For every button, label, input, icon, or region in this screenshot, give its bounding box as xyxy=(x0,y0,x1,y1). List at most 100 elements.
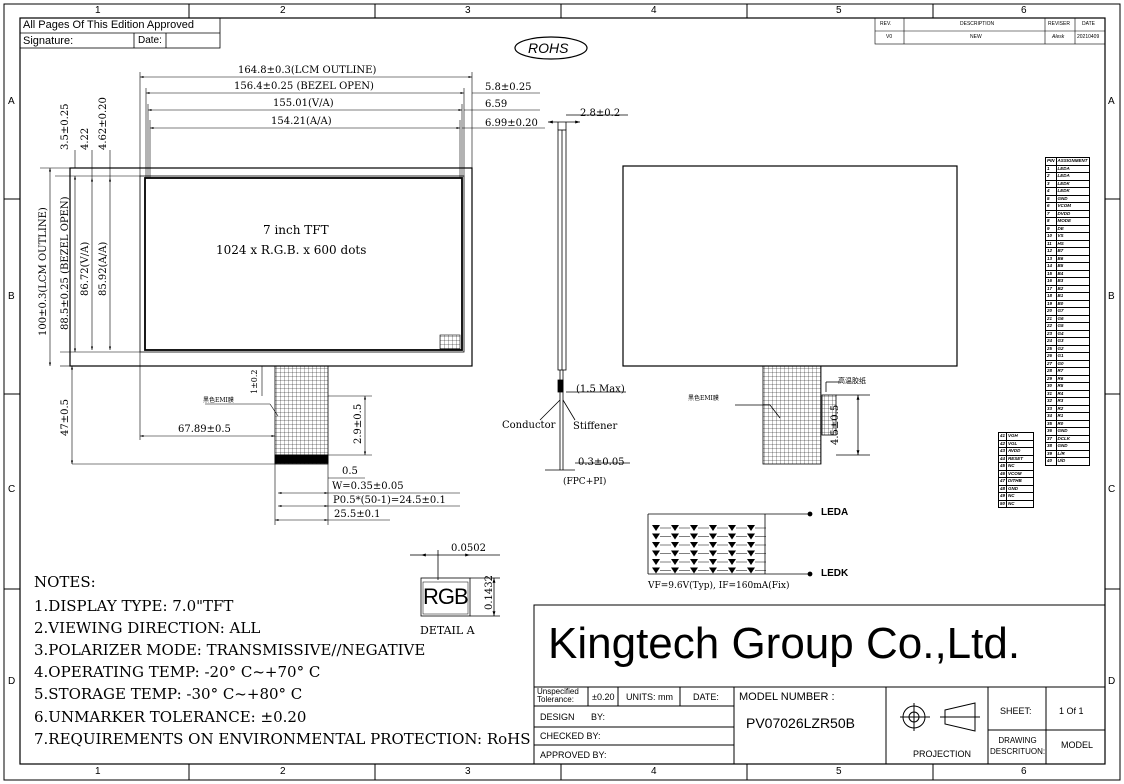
rev-header-date: DATE xyxy=(1082,21,1095,27)
pin-number: 9 xyxy=(1045,224,1057,233)
rohs-mark: ROHS xyxy=(528,40,569,56)
dim-height-bezel: 88.5±0.25 (BEZEL OPEN) xyxy=(60,196,71,330)
led-diode xyxy=(709,567,717,574)
pin-number: 41 xyxy=(997,432,1008,441)
dim-back-height: 4.5±0.5 xyxy=(830,404,841,445)
drawing-value: MODEL xyxy=(1061,740,1094,750)
pin-number: 10 xyxy=(1045,232,1057,241)
model-number-label: MODEL NUMBER : xyxy=(739,691,835,703)
pin-number: 37 xyxy=(1045,434,1057,443)
row-label-b-right: B xyxy=(1108,291,1115,302)
pin-assignment: NC xyxy=(1006,462,1035,471)
pin-number: 7 xyxy=(1045,209,1057,218)
pin-number: 47 xyxy=(997,477,1008,486)
projection-label: PROJECTION xyxy=(913,749,972,759)
pin-assignment: B6 xyxy=(1055,254,1090,263)
pin-assignment: R2 xyxy=(1055,404,1090,413)
pin-assignment: G1 xyxy=(1055,352,1090,361)
pin-number: 23 xyxy=(1045,329,1057,338)
pin-assignment: G2 xyxy=(1055,344,1090,353)
pin-assignment: G0 xyxy=(1055,359,1090,368)
col-label-2-bottom: 2 xyxy=(280,766,286,777)
pin-number: 28 xyxy=(1045,367,1057,376)
company-name: Kingtech Group Co.,Ltd. xyxy=(548,619,1021,668)
pin-assignment: AVDD xyxy=(1006,447,1035,456)
tape-label: 高温胶纸 xyxy=(838,377,866,385)
dim-bezel-open: 156.4±0.25 (BEZEL OPEN) xyxy=(234,81,374,92)
col-label-5-bottom: 5 xyxy=(836,766,842,777)
pin-assignment: VCOM xyxy=(1055,202,1090,211)
pin-number: 35 xyxy=(1045,419,1057,428)
led-diode xyxy=(709,550,717,557)
pin-number: 36 xyxy=(1045,427,1057,436)
pin-assignment: DE xyxy=(1055,224,1090,233)
pin-assignment: VGH xyxy=(1006,432,1035,441)
lcm-outline xyxy=(69,167,473,367)
pin-number: 44 xyxy=(997,454,1008,463)
rev-header-reviser: REVISER xyxy=(1048,21,1070,27)
pin-assignment: LEDK xyxy=(1055,179,1090,188)
led-diode xyxy=(671,542,679,548)
pin-number: 22 xyxy=(1045,322,1057,331)
dim-pitch: P0.5*(50-1)=24.5±0.1 xyxy=(333,495,446,506)
led-diode xyxy=(709,559,717,565)
led-diode xyxy=(747,559,755,565)
pin-assignment: R6 xyxy=(1055,374,1090,383)
pin-assignment: RESET xyxy=(1006,454,1035,463)
led-diode xyxy=(671,559,679,565)
led-diode xyxy=(690,550,698,557)
pin-assignment: GND xyxy=(1006,484,1035,493)
pin-assignment: U/D xyxy=(1055,457,1090,466)
pin-assignment: DCLK xyxy=(1055,434,1090,443)
pin-assignment: R5 xyxy=(1055,382,1090,391)
pin-assignment: B0 xyxy=(1055,299,1090,308)
led-diode xyxy=(728,550,736,557)
led-diode xyxy=(709,542,717,548)
pin-number: 19 xyxy=(1045,299,1057,308)
col-label-6-bottom: 6 xyxy=(1021,766,1027,777)
col-label-4-bottom: 4 xyxy=(651,766,657,777)
pin-number: 43 xyxy=(997,447,1008,456)
dim-height-va: 86.72(V/A) xyxy=(80,241,91,296)
emi-label: 黑色EMI膜 xyxy=(203,397,234,404)
pin-assignment: DVDD xyxy=(1055,209,1090,218)
led-diode xyxy=(747,567,755,574)
pin-assignment: NC xyxy=(1006,499,1035,508)
pin-number: 13 xyxy=(1045,254,1057,263)
pin-number: 50 xyxy=(997,499,1008,508)
detail-width: 0.0502 xyxy=(451,543,486,554)
pin-number: 48 xyxy=(997,484,1008,493)
pin-assignment: B5 xyxy=(1055,262,1090,271)
assignment-header: ASSIGNMENT xyxy=(1055,157,1090,166)
pin-assignment: G5 xyxy=(1055,322,1090,331)
pin-number: 34 xyxy=(1045,412,1057,421)
pin-number: 49 xyxy=(997,492,1008,501)
pin-number: 16 xyxy=(1045,277,1057,286)
sheet-label: SHEET: xyxy=(1000,706,1032,716)
note-5: 5.STORAGE TEMP: -30° C~+80° C xyxy=(34,685,303,703)
outer-frame xyxy=(3,3,1121,781)
pin-number: 12 xyxy=(1045,247,1057,256)
led-diode xyxy=(709,525,717,531)
note-3: 3.POLARIZER MODE: TRANSMISSIVE//NEGATIVE xyxy=(34,641,426,659)
row-label-c: C xyxy=(8,484,16,495)
pin-assignment: B4 xyxy=(1055,269,1090,278)
